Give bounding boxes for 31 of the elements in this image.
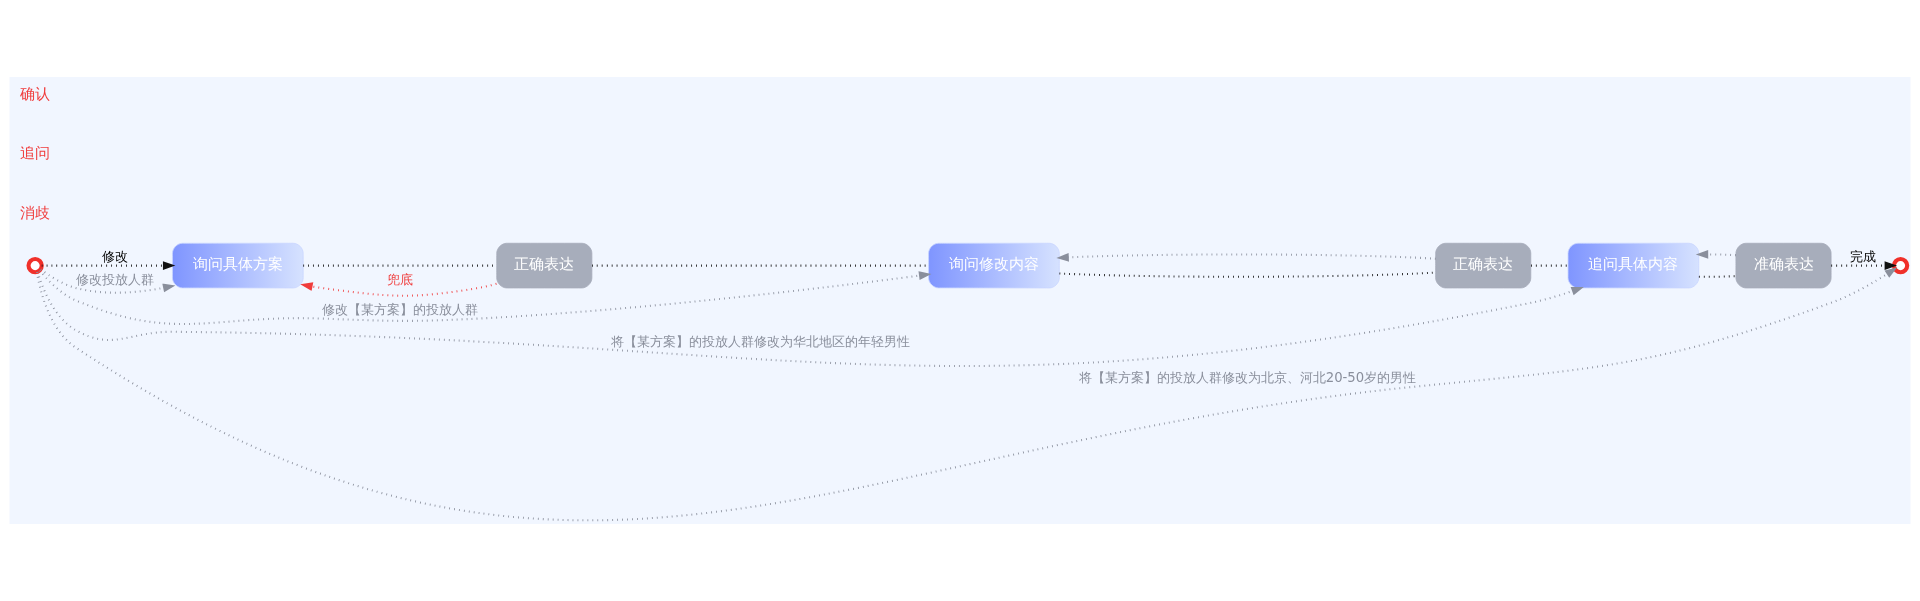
- node-box: 询问具体方案: [172, 242, 304, 289]
- edge-label: 兜底: [386, 271, 413, 287]
- arrow: [41, 261, 176, 270]
- edge-label: 完成: [1849, 249, 1876, 265]
- edge-label: 将【某方案】的投放人群修改为北京、河北20-50岁的男性: [1078, 370, 1417, 386]
- edge-label: 修改投放人群: [75, 271, 154, 287]
- arrow: [35, 267, 1898, 521]
- arrow: [1695, 250, 1736, 259]
- edge-label: 修改: [101, 249, 128, 265]
- edge-label: 将【某方案】的投放人群修改为华北地区的年轻男性: [610, 333, 910, 349]
- label: 消歧: [20, 203, 51, 222]
- arrow: [38, 269, 932, 325]
- label: 确认: [20, 84, 51, 103]
- connector: [592, 264, 929, 267]
- arrow: [36, 271, 1584, 367]
- arrow: [1056, 252, 1436, 262]
- node-circle: [1891, 256, 1910, 275]
- arrow: [1831, 261, 1898, 270]
- node-box: 正确表达: [1435, 242, 1532, 289]
- arrow: [40, 268, 176, 294]
- label: 追问: [20, 144, 51, 163]
- connector: [1531, 264, 1568, 267]
- node-box: 询问修改内容: [928, 242, 1060, 289]
- node-box: 追问具体内容: [1567, 242, 1700, 289]
- edge-label: 修改【某方案】的投放人群: [321, 302, 478, 318]
- node-box: 正确表达: [496, 242, 593, 289]
- arrow: [300, 282, 497, 297]
- connector: [1698, 275, 1736, 278]
- node-box: 准确表达: [1735, 242, 1832, 289]
- connector: [1059, 271, 1436, 278]
- node-circle: [26, 256, 44, 275]
